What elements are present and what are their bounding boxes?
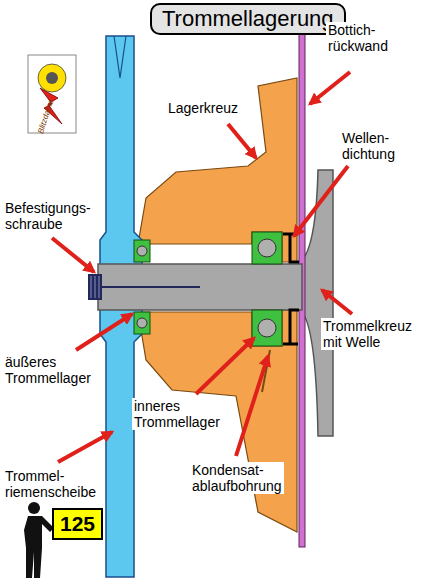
title: Trommellagerung — [150, 3, 346, 35]
leader-arrow — [52, 72, 352, 462]
part-label: Trommel- riemenscheibe — [3, 468, 98, 500]
part-label: Bottich- rückwand — [326, 22, 390, 54]
shaft — [98, 264, 302, 310]
logo-signature: Blitzdame — [36, 99, 55, 135]
part-label: Trommelkreuz mit Welle — [321, 318, 429, 350]
part-label: Befestigungs- schraube — [3, 200, 93, 232]
callout-number: 125 — [52, 508, 103, 540]
part-label: Kondensat- ablaufbohrung — [190, 462, 284, 494]
bolt-shank — [100, 286, 200, 288]
bolt — [88, 274, 102, 300]
outer-bearing — [134, 240, 150, 334]
part-label: Wellen- dichtung — [340, 130, 397, 162]
part-label: äußeres Trommellager — [3, 354, 93, 386]
shaft-seal — [283, 234, 299, 344]
person-figure — [24, 502, 54, 578]
callout-text: 125 — [60, 512, 95, 536]
logo — [28, 55, 76, 133]
part-label: inneres Trommellager — [132, 398, 222, 430]
part-label: Lagerkreuz — [166, 100, 240, 116]
inner-bearing — [252, 232, 282, 346]
